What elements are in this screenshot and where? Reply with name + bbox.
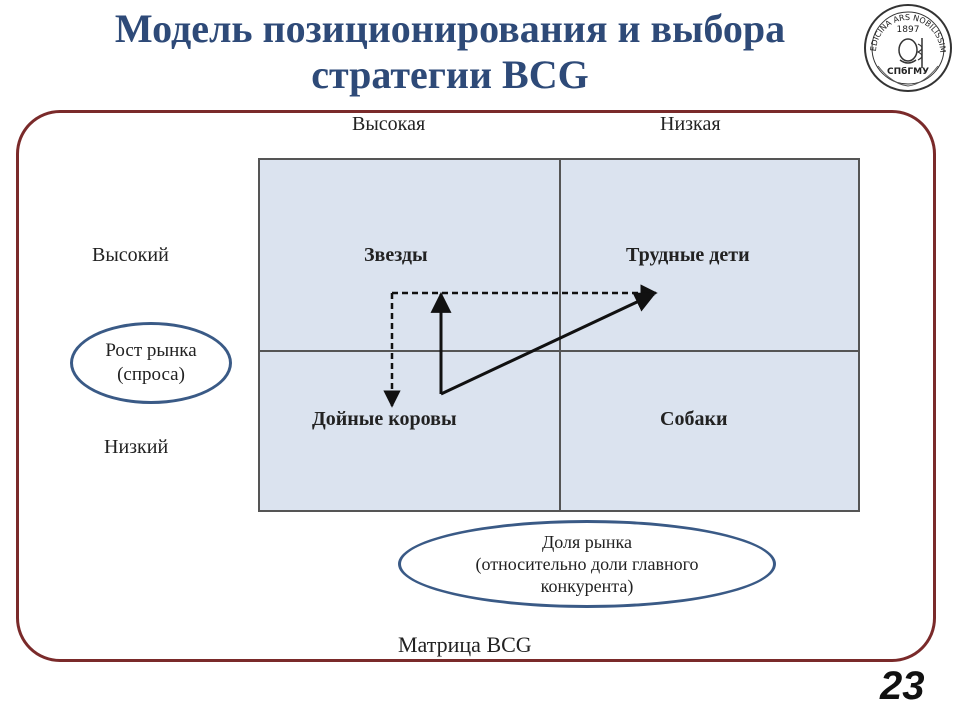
row-label-low: Низкий	[104, 436, 169, 458]
y-axis-label-line: Рост рынка	[105, 340, 197, 361]
seal-name: СПбГМУ	[887, 66, 929, 77]
matrix-horizontal-divider	[260, 350, 858, 352]
y-axis-label-line: (спроса)	[117, 364, 185, 385]
diagram-frame	[16, 110, 936, 662]
row-label-high: Высокий	[92, 244, 169, 266]
cell-dogs: Собаки	[660, 408, 728, 430]
cell-question-marks: Трудные дети	[626, 244, 750, 266]
page-number: 23	[880, 664, 925, 708]
seal-year: 1897	[897, 25, 920, 35]
x-axis-label-line: Доля рынка	[542, 532, 632, 552]
slide-title-line-2: стратегии BCG	[311, 52, 589, 97]
x-axis-label-line: конкурента)	[540, 576, 634, 596]
matrix-vertical-divider	[559, 160, 561, 510]
matrix-caption: Матрица BCG	[398, 632, 532, 657]
x-axis-label-line: (относительно доли главного	[475, 554, 699, 574]
cell-cash-cows: Дойные коровы	[312, 408, 457, 430]
column-label-low: Низкая	[660, 113, 721, 135]
cell-stars: Звезды	[364, 244, 428, 266]
slide-title-line-1: Модель позиционирования и выбора	[114, 6, 786, 51]
column-label-high: Высокая	[352, 113, 426, 135]
x-axis-label: Доля рынка (относительно доли главного к…	[398, 520, 776, 608]
university-seal-icon: MEDICINA ARS NOBILISSIMA 1897 СПбГМУ	[862, 2, 952, 92]
y-axis-label: Рост рынка (спроса)	[70, 322, 232, 404]
bcg-matrix: Звезды Трудные дети Дойные коровы Собаки	[258, 158, 860, 512]
slide-title: Модель позиционирования и выбора стратег…	[40, 6, 860, 98]
